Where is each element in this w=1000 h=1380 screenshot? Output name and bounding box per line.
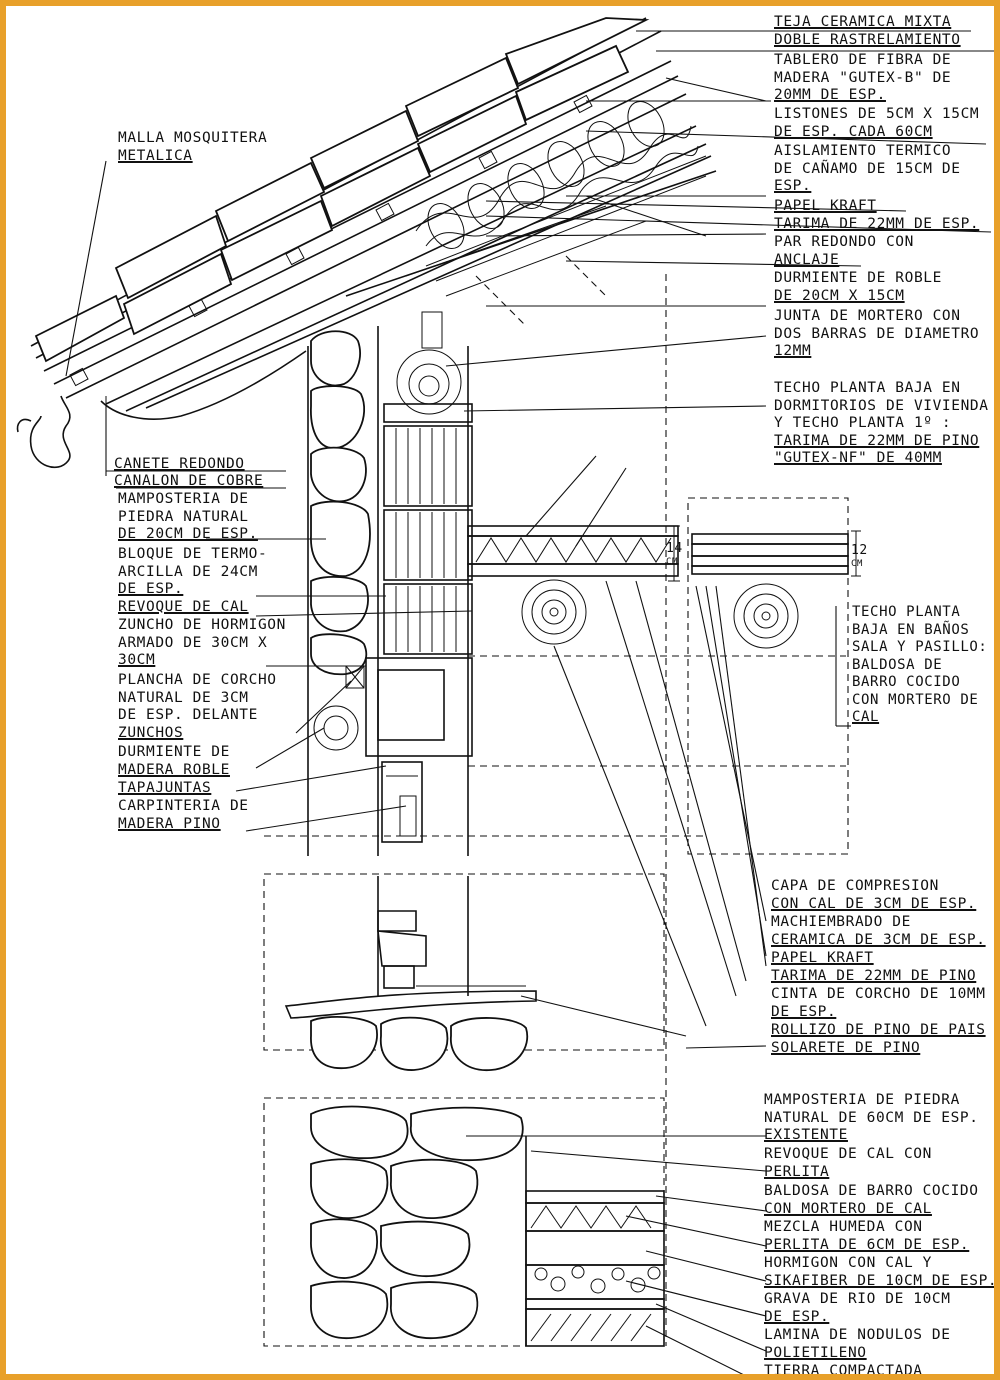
- upper-floor: [467, 525, 680, 645]
- foundation-section: [310, 1105, 665, 1347]
- hemp-insulation: [415, 101, 699, 249]
- construction-section-drawing: [16, 17, 994, 1374]
- dimension-14-unit: CM: [666, 557, 679, 567]
- label-tierra: TIERRA COMPACTADA: [764, 1363, 923, 1379]
- dimension-12: 12: [851, 543, 868, 558]
- label-canete: CANETE REDONDO: [114, 456, 245, 472]
- label-kraft-top: PAPEL KRAFT: [774, 198, 877, 214]
- roof-tiles: [34, 17, 650, 363]
- leader-lines: [65, 30, 994, 1374]
- dimension-14: 14: [666, 541, 683, 556]
- label-rollizo: ROLLIZO DE PINO DE PAIS: [771, 1022, 986, 1038]
- label-tapajuntas: TAPAJUNTAS: [118, 780, 212, 796]
- dimension-12-unit: CM: [851, 559, 864, 569]
- window-sill-detail: [284, 876, 537, 1071]
- label-solarete: SOLARETE DE PINO: [771, 1040, 921, 1056]
- label-revoque: REVOQUE DE CAL: [118, 599, 249, 615]
- label-teja: TEJA CERAMICA MIXTA: [774, 14, 952, 30]
- label-kraft-low: PAPEL KRAFT: [771, 950, 874, 966]
- label-canalon: CANALON DE COBRE: [114, 473, 264, 489]
- label-rastrelamiento: DOBLE RASTRELAMIENTO: [774, 32, 961, 48]
- roof-assembly: [16, 17, 717, 469]
- label-tarima-pino: TARIMA DE 22MM DE PINO: [771, 968, 977, 984]
- label-tarima-top: TARIMA DE 22MM DE ESP.: [774, 216, 980, 232]
- bathroom-floor-detail: [687, 497, 861, 855]
